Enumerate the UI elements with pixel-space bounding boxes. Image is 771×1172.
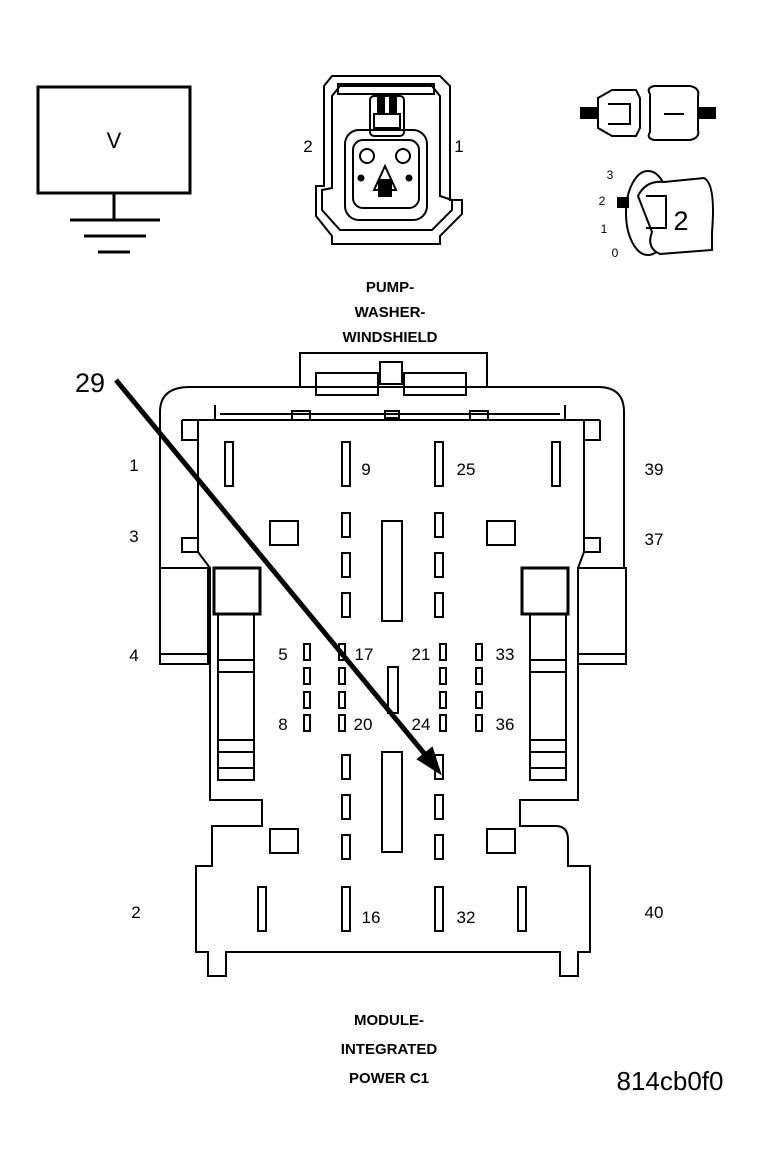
ignition-position-1: 1 <box>601 222 608 236</box>
pin-label-32: 32 <box>457 908 476 927</box>
pin-label-16: 16 <box>362 908 381 927</box>
pump-caption-line-2: WASHER- <box>355 304 426 321</box>
pin-label-21: 21 <box>412 645 431 664</box>
callout-arrow-icon <box>114 378 442 776</box>
pin-label-5: 5 <box>278 645 287 664</box>
pin-label-20: 20 <box>354 715 373 734</box>
ignition-switch-icon <box>580 85 716 256</box>
ignition-position-2: 2 <box>599 194 606 208</box>
pin-label-8: 8 <box>278 715 287 734</box>
pin-label-25: 25 <box>457 460 476 479</box>
pin-label-37: 37 <box>645 530 664 549</box>
pump-pin-1-label: 1 <box>454 137 463 156</box>
module-caption-line-2: INTEGRATED <box>341 1041 438 1058</box>
pin-label-36: 36 <box>496 715 515 734</box>
voltmeter-icon <box>36 85 192 254</box>
pin-label-1: 1 <box>129 456 138 475</box>
terminal-cavities <box>224 441 561 932</box>
pin-label-4: 4 <box>129 646 138 665</box>
pin-label-33: 33 <box>496 645 515 664</box>
pin-label-40: 40 <box>645 903 664 922</box>
module-caption-line-3: POWER C1 <box>349 1070 429 1087</box>
module-pin-labels: 1 3 4 2 39 37 40 9 25 5 17 21 33 8 20 24… <box>129 456 663 927</box>
ignition-position-3: 3 <box>607 168 614 182</box>
module-connector-body <box>159 352 627 977</box>
pin-label-17: 17 <box>355 645 374 664</box>
pin-label-24: 24 <box>412 715 431 734</box>
pin-label-2: 2 <box>131 903 140 922</box>
pin-label-39: 39 <box>645 460 664 479</box>
pin-label-3: 3 <box>129 527 138 546</box>
ignition-position-0: 0 <box>612 246 619 260</box>
pin-label-9: 9 <box>361 460 370 479</box>
voltmeter-symbol: V <box>107 128 122 153</box>
ignition-key-label: 2 <box>673 206 688 236</box>
module-caption-line-1: MODULE- <box>354 1012 424 1029</box>
pump-caption-line-3: WINDSHIELD <box>343 329 438 346</box>
pump-caption-line-1: PUMP- <box>366 279 414 296</box>
callout-label-29: 29 <box>75 368 105 398</box>
pump-connector-icon <box>315 75 463 245</box>
pump-pin-2-label: 2 <box>303 137 312 156</box>
figure-code: 814cb0f0 <box>617 1066 724 1096</box>
